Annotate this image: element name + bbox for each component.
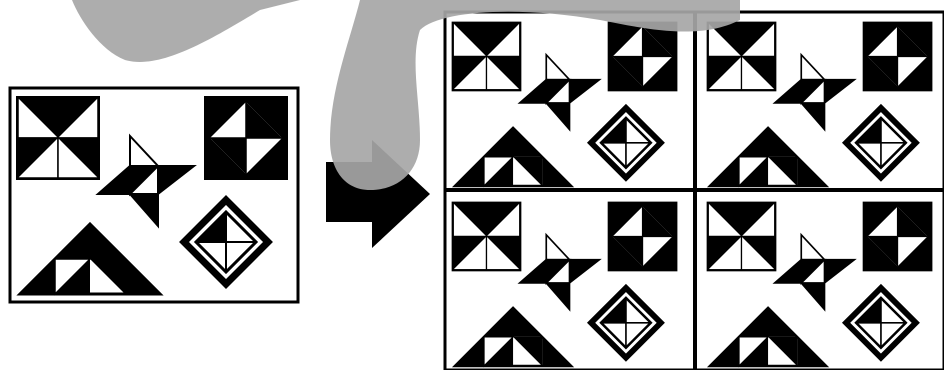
result-grid [445,12,944,370]
source-panel [10,88,298,302]
